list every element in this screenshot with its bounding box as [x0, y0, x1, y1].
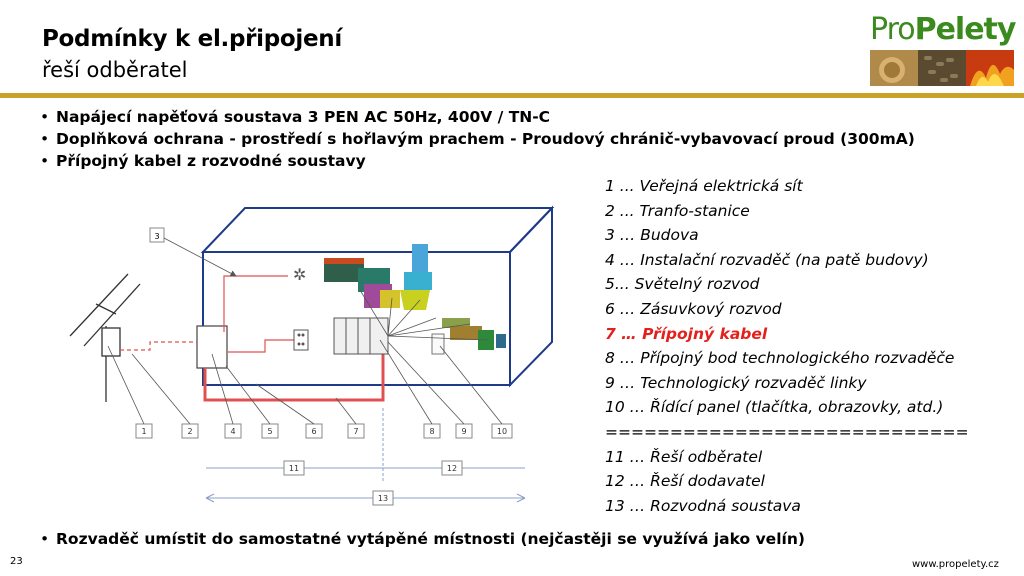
svg-text:10: 10 — [497, 427, 507, 436]
list-item: •Doplňková ochrana - prostředí s hořlavý… — [40, 130, 915, 148]
legend-item: 6 … Zásuvkový rozvod — [605, 299, 782, 318]
title-divider — [0, 93, 1024, 98]
svg-text:3: 3 — [154, 232, 159, 241]
transformer-link — [120, 341, 197, 351]
label-1: 1 — [135, 423, 153, 439]
legend-item: 8 … Přípojný bod technologického rozvadě… — [605, 349, 955, 368]
svg-text:6: 6 — [311, 427, 316, 436]
svg-text:7: 7 — [353, 427, 358, 436]
label-11: 11 — [283, 460, 305, 476]
label-5: 5 — [261, 423, 279, 439]
pellet-line-machinery — [324, 244, 506, 355]
list-item: •Napájecí napěťová soustava 3 PEN AC 50H… — [40, 108, 551, 126]
svg-text:11: 11 — [289, 464, 299, 473]
svg-text:4: 4 — [230, 427, 235, 436]
logo-picture — [870, 50, 1014, 86]
label-4: 4 — [224, 423, 242, 439]
svg-text:5: 5 — [267, 427, 272, 436]
svg-text:13: 13 — [378, 494, 388, 503]
logo-wordmark: ProPelety — [870, 12, 1016, 47]
page-number: 23 — [10, 556, 23, 567]
building — [200, 205, 555, 388]
requirements-list: •Napájecí napěťová soustava 3 PEN AC 50H… — [40, 106, 915, 172]
legend-item: 1 ... Veřejná elektrická sít — [605, 177, 803, 195]
svg-text:12: 12 — [447, 464, 457, 473]
label-12: 12 — [441, 460, 463, 476]
dimension-lines — [205, 408, 526, 503]
legend-item: 13 … Rozvodná soustava — [605, 496, 801, 515]
label-6: 6 — [305, 423, 323, 439]
installation-board — [196, 325, 228, 369]
legend-item-highlighted: 7 … Přípojný kabel — [605, 324, 768, 343]
technology-cabinet — [333, 317, 389, 355]
label-10: 10 — [491, 423, 513, 439]
bottom-note: •Rozvaděč umístit do samostatné vytápěné… — [40, 530, 805, 548]
slide-title: Podmínky k el.připojení — [42, 26, 342, 52]
svg-text:1: 1 — [141, 427, 146, 436]
label-2: 2 — [181, 423, 199, 439]
connection-diagram: ✲ 3 1 2 4 5 6 7 — [69, 205, 555, 506]
legend-item: 5... Světelný rozvod — [605, 275, 760, 294]
label-8: 8 — [423, 423, 441, 439]
label-13: 13 — [372, 490, 394, 506]
legend-separator: ============================ — [605, 422, 969, 441]
power-pole — [69, 273, 141, 402]
footer-url: www.propelety.cz — [912, 559, 999, 570]
legend-item: 11 … Řeší odběratel — [605, 447, 763, 466]
label-9: 9 — [455, 423, 473, 439]
diagram-legend: 1 ... Veřejná elektrická sít 2 ... Tranf… — [605, 174, 969, 518]
label-3: 3 — [149, 227, 237, 277]
legend-item: 4 … Instalační rozvaděč (na patě budovy) — [605, 250, 929, 269]
light-icon: ✲ — [293, 265, 306, 284]
svg-text:8: 8 — [429, 427, 434, 436]
socket-icon — [293, 329, 309, 351]
label-7: 7 — [347, 423, 365, 439]
legend-item: 9 … Technologický rozvaděč linky — [605, 373, 867, 392]
svg-text:9: 9 — [461, 427, 466, 436]
propelety-logo: ProPelety — [870, 12, 1016, 86]
slide-subtitle: řeší odběratel — [42, 58, 188, 82]
list-item: •Přípojný kabel z rozvodné soustavy — [40, 152, 366, 170]
svg-text:2: 2 — [187, 427, 192, 436]
legend-item: 10 … Řídící panel (tlačítka, obrazovky, … — [605, 398, 944, 417]
legend-item: 2 ... Tranfo-stanice — [605, 201, 750, 220]
legend-item: 3 … Budova — [605, 226, 699, 245]
legend-item: 12 … Řeší dodavatel — [605, 472, 765, 491]
